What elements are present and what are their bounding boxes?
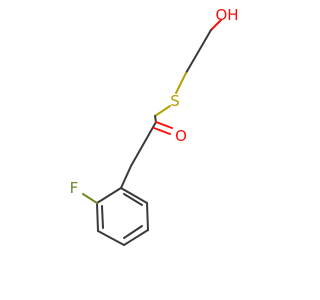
bond-c1-c2 [185,29,212,74]
bond-c4-o-b [153,127,171,135]
bond-c5-c6 [120,165,132,189]
hydroxyl-label: OH [215,6,238,24]
fluorine-label: F [70,179,79,197]
ring-bond-6 [96,187,122,204]
sulfur-label: S [170,92,180,110]
bond-c3-c4 [154,115,157,123]
structure-diagram: OH S O F [70,6,239,246]
ring-bond-4 [97,230,125,246]
ring-inner-3 [101,205,104,229]
ring-bond-3 [123,229,149,246]
carbonyl-oxygen-label: O [175,127,187,145]
ring-inner-2 [123,225,143,239]
ring-bond-2 [146,202,149,231]
bond-c2-s [175,72,187,94]
bond-group [82,19,222,246]
ring-bond-5 [96,202,99,232]
ring-inner-1 [123,193,143,206]
bond-c4-c5 [130,121,157,167]
bond-c4-o-a [155,121,173,129]
bond-s-c3 [154,105,171,117]
atom-label-group: OH S O F [70,6,239,197]
ring-bond-1 [120,187,148,204]
bond-o-c1 [210,19,222,31]
bond-c-f [82,193,98,204]
molecule-canvas: OH S O F [69,6,239,246]
